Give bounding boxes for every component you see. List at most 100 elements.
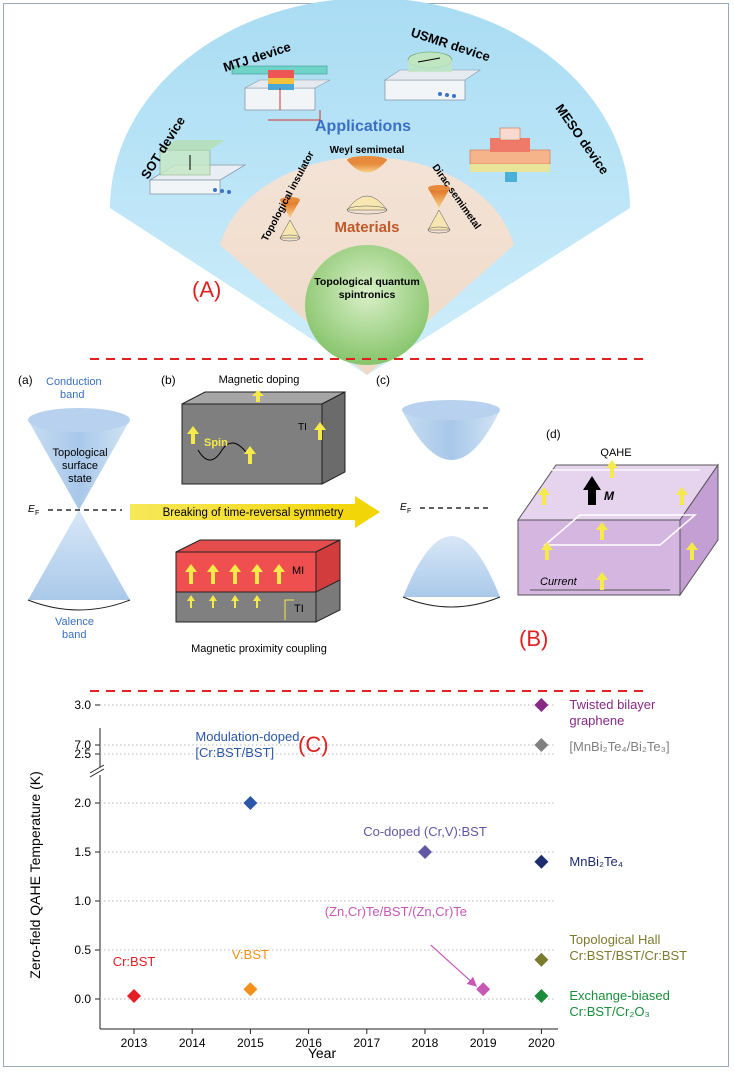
symmetry-breaking-arrow: [130, 496, 380, 528]
data-point: [243, 796, 258, 810]
meso-device-illustration: [469, 127, 551, 182]
applications-title: Applications: [315, 118, 411, 135]
axis-break-mark: [89, 764, 107, 778]
surface-label-1: Topological: [52, 447, 107, 459]
center-label-line2: spintronics: [339, 289, 396, 301]
mi-label: MI: [292, 565, 304, 577]
y-tick-layer: 0.0 0.5 1.0 1.5 2.0 2.5 3.0 7.0: [74, 698, 100, 1006]
qahe-label: QAHE: [600, 447, 631, 459]
ef-label-a: E: [28, 504, 35, 515]
ef-label-c: E: [400, 502, 407, 513]
dirac-cone-a: [27, 408, 131, 611]
x-tick-label: 2018: [412, 1036, 439, 1050]
data-point: [534, 738, 549, 752]
spin-label: Spin: [204, 437, 228, 449]
ti-cone-illustration: [279, 197, 301, 242]
point-label: Cr:BST/Cr₂O₃: [569, 1004, 649, 1019]
data-point: [534, 854, 549, 869]
point-layer: [127, 698, 549, 1004]
y-tick-label: 7.0: [74, 738, 91, 752]
panel-a: SOT device MTJ device USMR device MESO d…: [110, 0, 630, 375]
surface-label-3: state: [68, 473, 92, 485]
materials-title: Materials: [334, 219, 399, 236]
y-tick-label: 2.0: [74, 796, 91, 810]
data-point: [243, 982, 258, 997]
x-tick-label: 2017: [353, 1036, 380, 1050]
y-tick-label: 1.5: [74, 845, 91, 859]
qahe-slab: [517, 460, 719, 597]
valence-label-2: band: [62, 629, 86, 641]
x-tick-label: 2019: [470, 1036, 497, 1050]
dirac-cone-illustration: [427, 185, 451, 234]
point-label: [Cr:BST/BST]: [195, 745, 274, 760]
panel-b: (a) (b) (c) (d) Conduction band Topologi…: [18, 373, 719, 655]
x-tick-label: 2016: [295, 1036, 322, 1050]
usmr-device-illustration: [384, 51, 481, 101]
data-point: [418, 845, 432, 859]
conduction-label-1: Conduction: [46, 376, 102, 388]
sub-label-a: (a): [18, 373, 33, 387]
magnetic-doping-block: [181, 390, 346, 485]
weyl-label: Weyl semimetal: [330, 145, 405, 156]
x-tick-label: 2020: [528, 1036, 555, 1050]
x-tick-label: 2014: [179, 1036, 206, 1050]
mtj-device-illustration: [231, 65, 331, 121]
data-point: [534, 989, 549, 1004]
annotation-arrow-layer: [430, 944, 477, 987]
center-label-line1: Topological quantum: [314, 276, 419, 288]
magnetization-label: M: [604, 489, 615, 503]
y-axis-title: Zero-field QAHE Temperature (K): [27, 771, 43, 978]
symmetry-breaking-label: Breaking of time-reversal symmetry: [163, 507, 344, 519]
data-point: [476, 982, 491, 997]
x-axis-title: Year: [308, 1045, 337, 1061]
point-label: Exchange-biased: [569, 988, 669, 1003]
proximity-block: [175, 539, 341, 623]
sub-label-b: (b): [161, 373, 176, 387]
conduction-label-2: band: [60, 389, 84, 401]
surface-label-2: surface: [62, 460, 98, 472]
y-tick-label: 3.0: [74, 698, 91, 712]
point-label: Twisted bilayer: [569, 697, 656, 712]
point-label: Cr:BST: [113, 954, 156, 969]
point-label: Modulation-doped: [195, 729, 299, 744]
magnetic-doping-label: Magnetic doping: [219, 374, 300, 386]
y-tick-label: 1.0: [74, 894, 91, 908]
point-label: Co-doped (Cr,V):BST: [363, 824, 487, 839]
point-label: V:BST: [232, 947, 269, 962]
point-label: Cr:BST/BST/Cr:BST: [569, 948, 687, 963]
gapped-bands-c: [402, 400, 501, 608]
sot-device-illustration: [148, 140, 247, 195]
x-tick-layer: 2013 2014 2015 2016 2017 2018 2019 2020: [121, 1029, 555, 1050]
y-tick-label: 0.5: [74, 943, 91, 957]
data-point: [534, 952, 549, 967]
point-label-layer: Cr:BST V:BST Modulation-doped[Cr:BST/BST] C…: [113, 697, 688, 1019]
proximity-label: Magnetic proximity coupling: [191, 643, 327, 655]
y-tick-label: 0.0: [74, 992, 91, 1006]
point-label: Topological Hall: [569, 932, 660, 947]
point-label: [MnBi₂Te₄/Bi₂Te₃]: [569, 739, 669, 754]
x-tick-label: 2013: [121, 1036, 148, 1050]
panel-b-label: (B): [519, 626, 548, 651]
y-tick-label: 2.5: [74, 747, 91, 761]
weyl-cone-illustration: [346, 156, 388, 215]
point-label: MnBi₂Te₄: [569, 854, 623, 869]
point-label: (Zn,Cr)Te/BST/(Zn,Cr)Te: [325, 904, 467, 919]
ti-label-lower: TI: [294, 603, 304, 615]
sub-label-d: (d): [546, 427, 561, 441]
point-label: graphene: [569, 713, 624, 728]
data-point: [534, 698, 549, 712]
center-sphere: [305, 245, 429, 365]
panel-c-label: (C): [298, 732, 329, 757]
annotation-arrow: [430, 944, 477, 987]
panel-a-label: (A): [192, 277, 221, 302]
current-label: Current: [540, 576, 578, 588]
data-point: [127, 989, 141, 1004]
ti-label-upper: TI: [298, 422, 307, 433]
x-tick-label: 2015: [237, 1036, 264, 1050]
ef-sub-c: F: [407, 508, 411, 515]
sub-label-c: (c): [376, 373, 390, 387]
valence-label-1: Valence: [55, 616, 94, 628]
ef-sub-a: F: [35, 510, 39, 517]
